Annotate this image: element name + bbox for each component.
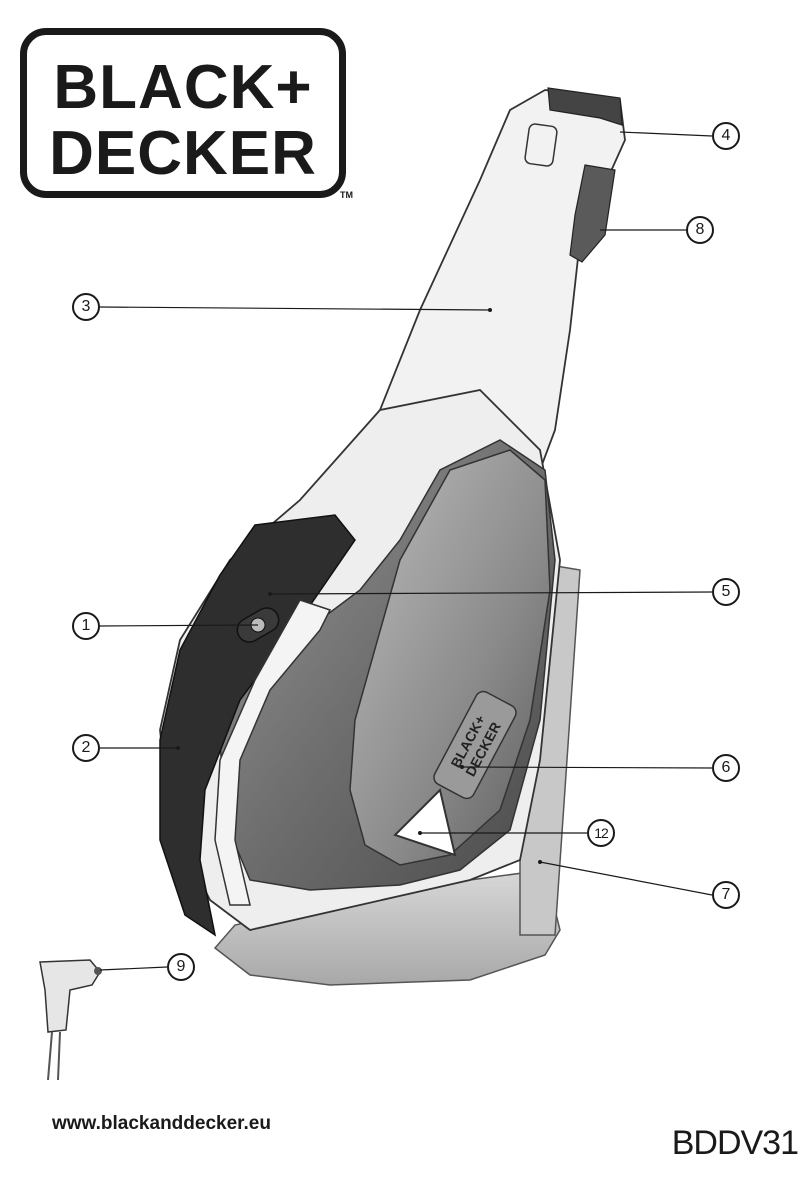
website-link: www.blackanddecker.eu (52, 1113, 271, 1134)
nozzle-tip (547, 87, 623, 126)
brand-logo-line1: BLACK+ (53, 53, 313, 122)
callout-3: 3 (72, 293, 100, 321)
nozzle-icon (524, 123, 558, 167)
model-number: BDDV31 (671, 1124, 799, 1162)
brand-logo-line2: DECKER (49, 119, 317, 188)
leader-5 (269, 591, 713, 595)
leader-4 (619, 131, 713, 137)
release-button (393, 788, 457, 857)
brand-logo: BLACK+ DECKER (20, 28, 346, 198)
front-cover (349, 449, 551, 866)
trademark-mark: TM (340, 190, 353, 200)
callout-4: 4 (712, 122, 740, 150)
callout-1: 1 (72, 612, 100, 640)
cover-badge: BLACK+ DECKER (433, 690, 517, 800)
callout-6: 6 (712, 754, 740, 782)
callout-8: 8 (686, 216, 714, 244)
leader-1 (97, 624, 259, 627)
nozzle-latch (569, 164, 616, 263)
leader-7 (539, 861, 713, 896)
charger-plug (39, 959, 102, 1081)
callout-9: 9 (167, 953, 195, 981)
leader-6 (461, 766, 713, 769)
handle-grip (159, 514, 356, 937)
callout-2: 2 (72, 734, 100, 762)
callout-12: 12 (587, 819, 615, 847)
callout-7: 7 (712, 881, 740, 909)
leader-3 (99, 306, 491, 311)
callout-5: 5 (712, 578, 740, 606)
handle-inner (214, 599, 332, 906)
leader-9 (99, 966, 168, 971)
